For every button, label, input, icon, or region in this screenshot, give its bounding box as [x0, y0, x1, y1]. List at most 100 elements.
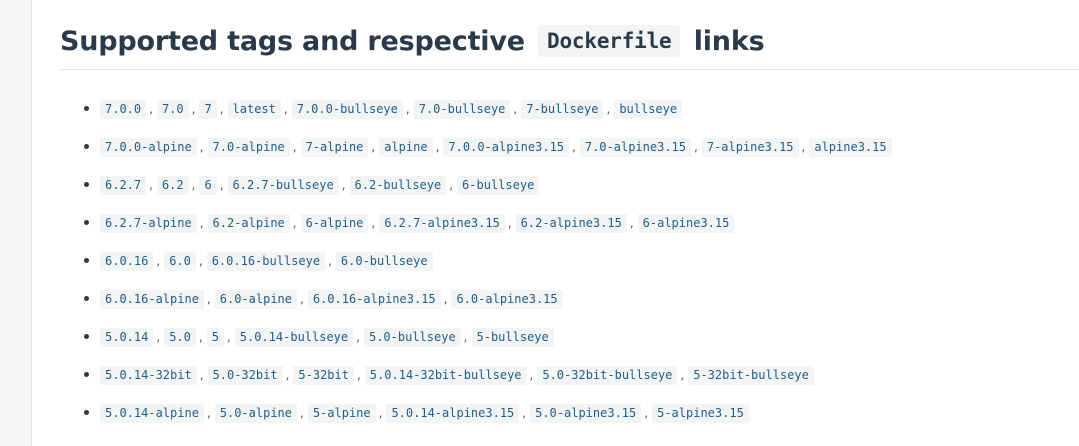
- tag-link[interactable]: 5.0.14-alpine3.15: [386, 403, 520, 423]
- tag-link[interactable]: 5.0-32bit: [207, 365, 283, 385]
- tag-separator: ,: [226, 330, 231, 344]
- tag-separator: ,: [443, 292, 448, 306]
- tag-link[interactable]: alpine: [379, 137, 433, 157]
- left-margin-strip: [0, 0, 31, 446]
- tag-separator: ,: [328, 254, 332, 268]
- tag-link[interactable]: 6.2.7-alpine3.15: [379, 213, 505, 233]
- bullet-icon: [84, 372, 89, 377]
- bullet-icon: [84, 106, 89, 111]
- tag-separator: ,: [199, 368, 204, 382]
- tag-separator: ,: [198, 254, 203, 268]
- tag-list-item: 6.0.16,6.0,6.0.16-bullseye,6.0-bullseye: [32, 242, 892, 280]
- tag-link[interactable]: 5-bullseye: [471, 327, 554, 347]
- tag-link[interactable]: 5-32bit-bullseye: [688, 365, 814, 385]
- tag-separator: ,: [680, 368, 685, 382]
- tag-link[interactable]: 7.0-bullseye: [413, 99, 511, 119]
- tag-separator: ,: [694, 140, 698, 154]
- tag-separator: ,: [219, 102, 224, 116]
- tag-link[interactable]: 5.0-32bit-bullseye: [537, 365, 678, 385]
- tag-link[interactable]: 5.0: [164, 327, 196, 347]
- tag-link[interactable]: 7.0.0-bullseye: [291, 99, 403, 119]
- bullet-icon: [84, 296, 89, 301]
- tag-link[interactable]: 6.2.7-bullseye: [227, 175, 339, 195]
- tag-separator: ,: [285, 368, 290, 382]
- tag-link[interactable]: 7.0.0: [100, 99, 147, 119]
- tag-link[interactable]: 6-alpine3.15: [637, 213, 735, 233]
- tag-link[interactable]: 5.0.14-32bit-bullseye: [364, 365, 527, 385]
- tag-list-item: 6.0.16-alpine,6.0-alpine,6.0.16-alpine3.…: [32, 280, 892, 318]
- tag-separator: ,: [644, 406, 649, 420]
- heading-code: Dockerfile: [538, 25, 681, 57]
- tag-separator: ,: [149, 102, 153, 116]
- tag-separator: ,: [341, 178, 346, 192]
- tag-link[interactable]: 6.2.7: [100, 175, 147, 195]
- tag-link[interactable]: 7-alpine: [300, 137, 369, 157]
- tag-list-item: 5.0.14-alpine,5.0-alpine,5-alpine,5.0.14…: [32, 394, 892, 432]
- tag-list-item: 6.2.7-alpine,6.2-alpine,6-alpine,6.2.7-a…: [32, 204, 892, 242]
- tag-link[interactable]: 7.0.0-alpine: [100, 137, 197, 157]
- tag-link[interactable]: 7.0-alpine: [207, 137, 290, 157]
- tag-link[interactable]: 6.0.16: [100, 251, 154, 271]
- tag-link[interactable]: alpine3.15: [809, 137, 892, 157]
- bullet-icon: [84, 144, 89, 149]
- tag-link[interactable]: 6.0-alpine: [214, 289, 297, 309]
- tag-separator: ,: [522, 406, 527, 420]
- tag-separator: ,: [356, 330, 360, 344]
- tag-link[interactable]: bullseye: [614, 99, 683, 119]
- tag-separator: ,: [801, 140, 806, 154]
- tag-link[interactable]: 6-bullseye: [457, 175, 540, 195]
- tag-link[interactable]: 7.0-alpine3.15: [579, 137, 691, 157]
- tag-link[interactable]: 7-bullseye: [521, 99, 604, 119]
- tag-separator: ,: [199, 140, 204, 154]
- tag-link[interactable]: 7.0: [156, 99, 189, 119]
- tag-separator: ,: [219, 178, 224, 192]
- tag-link[interactable]: 5-32bit: [293, 365, 354, 385]
- tag-link[interactable]: 5-alpine: [307, 403, 376, 423]
- tag-link[interactable]: 6.0.16-alpine3.15: [307, 289, 441, 309]
- tag-link[interactable]: 6.0.16-bullseye: [206, 251, 326, 271]
- tag-separator: ,: [435, 140, 440, 154]
- bullet-icon: [84, 258, 89, 263]
- tag-link[interactable]: 5.0-bullseye: [363, 327, 461, 347]
- tag-link[interactable]: 6-alpine: [300, 213, 369, 233]
- tag-link[interactable]: 5.0-alpine3.15: [530, 403, 642, 423]
- tag-link[interactable]: 7-alpine3.15: [701, 137, 799, 157]
- tag-link[interactable]: 5.0.14-alpine: [100, 403, 204, 423]
- tag-link[interactable]: 5.0.14-bullseye: [234, 327, 354, 347]
- tag-separator: ,: [378, 406, 383, 420]
- tag-link[interactable]: 5.0.14-32bit: [100, 365, 197, 385]
- tag-link[interactable]: 6.2-alpine3.15: [515, 213, 627, 233]
- tag-separator: ,: [371, 140, 376, 154]
- tag-link[interactable]: 6.2-bullseye: [349, 175, 447, 195]
- tag-link[interactable]: 5: [206, 327, 224, 347]
- tag-separator: ,: [292, 140, 297, 154]
- tag-separator: ,: [449, 178, 454, 192]
- tag-link[interactable]: 6.2-alpine: [207, 213, 290, 233]
- tag-separator: ,: [405, 102, 410, 116]
- tag-link[interactable]: 5.0.14: [100, 327, 154, 347]
- tag-separator: ,: [356, 368, 361, 382]
- tag-separator: ,: [371, 216, 376, 230]
- section-heading: Supported tags and respective Dockerfile…: [60, 22, 765, 63]
- tag-link[interactable]: 7: [199, 99, 217, 119]
- heading-prefix: Supported tags and respective: [60, 26, 525, 57]
- tag-link[interactable]: 6: [199, 175, 217, 195]
- tag-separator: ,: [606, 102, 611, 116]
- tag-link[interactable]: 6.2: [156, 175, 189, 195]
- tag-link[interactable]: 6.0-bullseye: [335, 251, 433, 271]
- tag-link[interactable]: 7.0.0-alpine3.15: [443, 137, 570, 157]
- tag-link[interactable]: 6.0: [164, 251, 196, 271]
- tag-link[interactable]: 6.0-alpine3.15: [451, 289, 563, 309]
- tag-separator: ,: [513, 102, 518, 116]
- tag-list: 7.0.0,7.0,7,latest,7.0.0-bullseye,7.0-bu…: [32, 90, 892, 432]
- tag-link[interactable]: 5.0-alpine: [214, 403, 297, 423]
- readme-content: Supported tags and respective Dockerfile…: [31, 0, 1079, 446]
- tag-link[interactable]: 6.0.16-alpine: [100, 289, 204, 309]
- bullet-icon: [84, 182, 89, 187]
- tag-list-item: 5.0.14,5.0,5,5.0.14-bullseye,5.0-bullsey…: [32, 318, 892, 356]
- tag-link[interactable]: 6.2.7-alpine: [100, 213, 197, 233]
- tag-link[interactable]: latest: [227, 99, 281, 119]
- tag-separator: ,: [191, 178, 196, 192]
- tag-separator: ,: [206, 292, 211, 306]
- tag-link[interactable]: 5-alpine3.15: [652, 403, 749, 423]
